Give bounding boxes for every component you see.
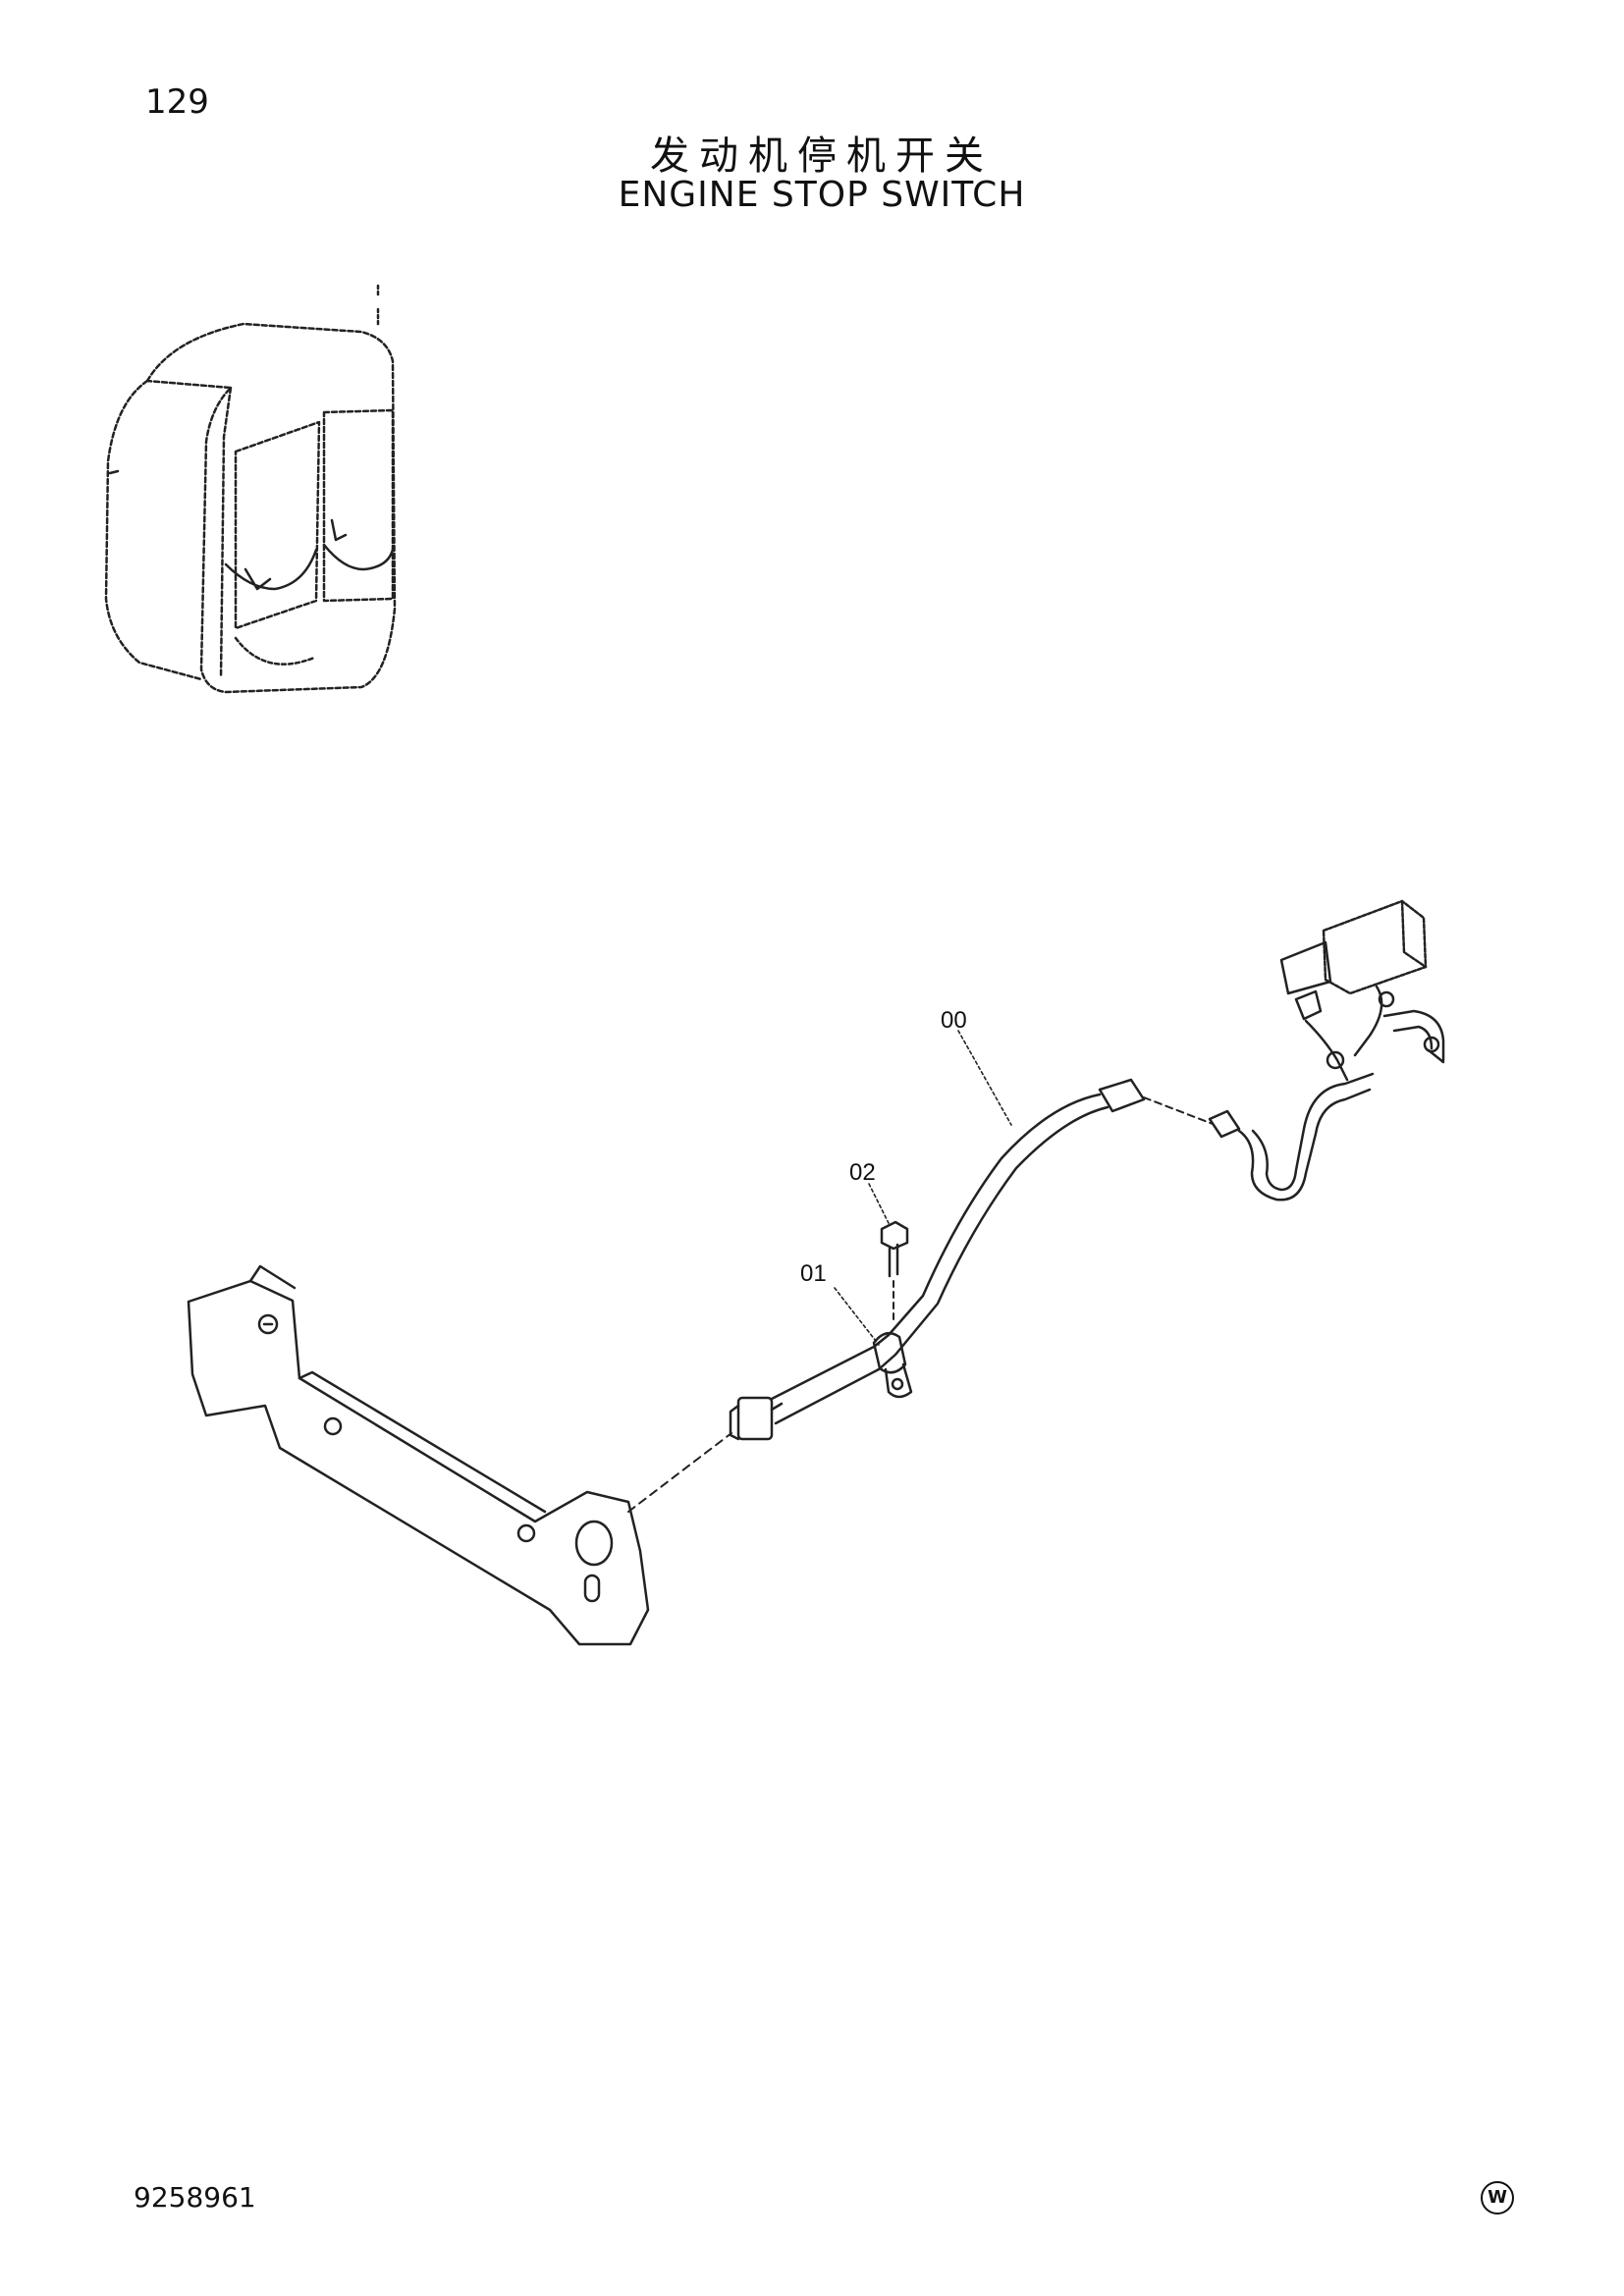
callout-leader-02: [868, 1183, 890, 1224]
switch-leader-line: [627, 1432, 732, 1513]
page-title-english: ENGINE STOP SWITCH: [618, 175, 1026, 215]
brand-logo-mark: W: [1481, 2181, 1514, 2215]
page-number: 129: [145, 82, 209, 122]
document-number: 9258961: [134, 2181, 256, 2214]
switch-mounting-panel: [187, 1264, 650, 1646]
callout-leader-01: [834, 1287, 880, 1346]
callout-label-02: 02: [849, 1159, 876, 1186]
callout-label-01: 01: [800, 1260, 827, 1287]
clamp-bolt: [880, 1220, 909, 1324]
engine-stop-harness: [770, 1072, 1375, 1425]
stop-switch-connector: [729, 1396, 784, 1441]
callout-leader-00: [957, 1030, 1012, 1126]
cab-overview-illustration: [104, 283, 397, 694]
relay-assembly: [1279, 899, 1445, 1082]
page-title-chinese: 发动机停机开关: [650, 133, 994, 179]
callout-label-00: 00: [941, 1007, 967, 1034]
harness-clamp: [872, 1331, 913, 1399]
